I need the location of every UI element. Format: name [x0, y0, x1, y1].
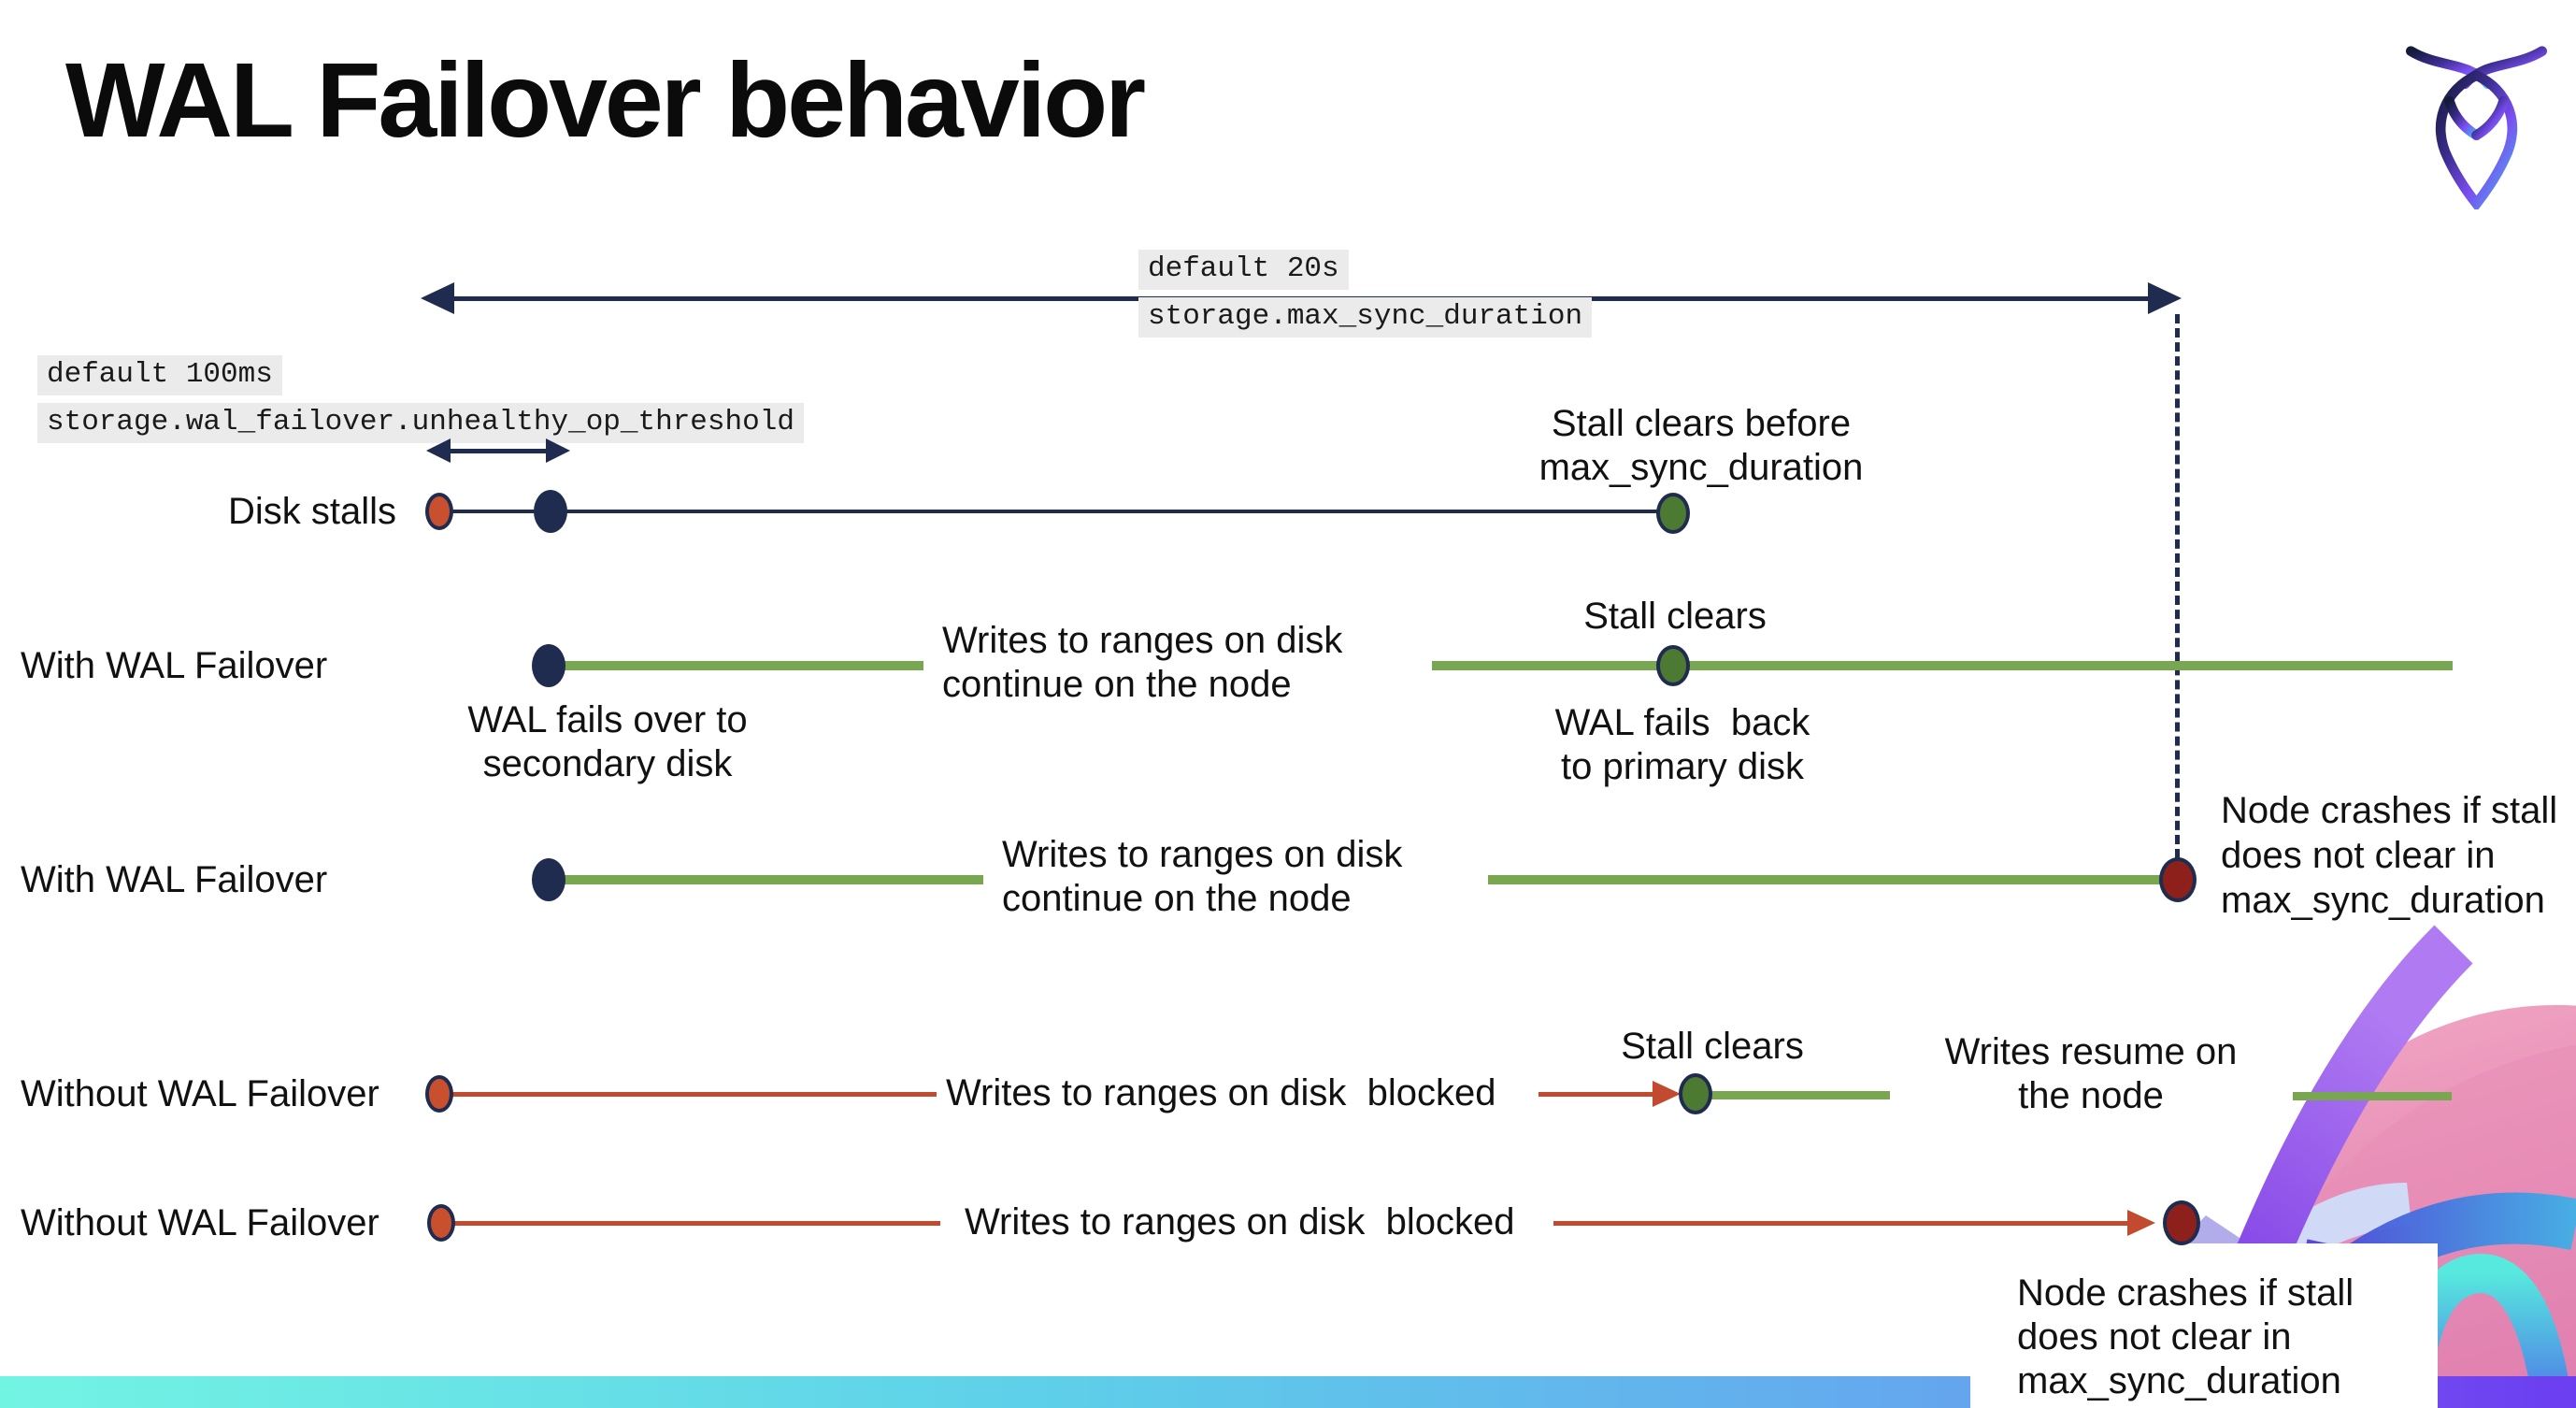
config-default-value: default 100ms	[37, 355, 282, 395]
arrow-head-right-icon	[2148, 282, 2182, 314]
stall-timeline-line	[439, 510, 1673, 513]
healthy-writes-line	[1488, 875, 2167, 884]
event-dot-node-crash	[2163, 1200, 2200, 1245]
event-dot-stall-clears	[1679, 1073, 1712, 1114]
blocked-writes-line	[452, 1092, 937, 1097]
crash-note-box: Node crashes if stall does not clear in …	[1970, 1243, 2438, 1408]
config-setting-name: storage.max_sync_duration	[1138, 297, 1593, 338]
cockroachdb-logo-icon	[2405, 46, 2548, 209]
max-sync-deadline-dashed-line	[2175, 314, 2180, 858]
event-dot-threshold-reached	[534, 490, 567, 533]
event-dot-failover	[532, 858, 565, 901]
event-dot-stall-clears	[1656, 645, 1690, 686]
resumed-writes-line	[1710, 1091, 1890, 1099]
resumed-writes-line	[2293, 1092, 2452, 1100]
row-label-disk-stalls: Disk stalls	[227, 491, 396, 532]
note-stall-clears: Stall clears	[1583, 596, 1767, 637]
row-label-with-wal-failover: With WAL Failover	[21, 859, 328, 900]
note-writes-blocked: Writes to ranges on disk blocked	[946, 1072, 1496, 1113]
arrow-head-left-icon	[421, 282, 454, 314]
event-dot-disk-stall	[425, 1075, 453, 1113]
config-default-value: default 20s	[1138, 250, 1349, 290]
config-label-max-sync-duration: default 20s storage.max_sync_duration	[1138, 250, 1593, 338]
arrow-head-left-icon	[426, 438, 451, 463]
note-wal-fails-over: WAL fails over to secondary disk	[467, 699, 748, 784]
arrow-head-right-icon	[546, 438, 570, 463]
healthy-writes-line	[561, 661, 923, 670]
event-dot-disk-stall	[425, 493, 453, 530]
threshold-span-line	[445, 449, 553, 453]
page-title: WAL Failover behavior	[65, 41, 1146, 159]
healthy-writes-line	[561, 875, 983, 884]
blocked-writes-line	[1538, 1092, 1654, 1097]
event-dot-stall-clears	[1656, 493, 1690, 534]
blocked-writes-line	[1553, 1221, 2129, 1226]
arrow-head-right-icon	[2127, 1210, 2155, 1236]
blocked-writes-line	[454, 1221, 940, 1226]
event-dot-failover	[532, 644, 565, 687]
config-setting-name: storage.wal_failover.unhealthy_op_thresh…	[37, 403, 804, 443]
healthy-writes-line	[1432, 661, 2453, 670]
note-wal-fails-back: WAL fails back to primary disk	[1554, 702, 1810, 787]
arrow-head-right-icon	[1653, 1081, 1681, 1107]
note-node-crashes: Node crashes if stall does not clear in …	[2221, 790, 2558, 921]
note-writes-resume: Writes resume on the node	[1944, 1031, 2238, 1116]
config-label-unhealthy-op-threshold: default 100ms storage.wal_failover.unhea…	[37, 355, 804, 443]
note-writes-continue: Writes to ranges on disk continue on the…	[942, 620, 1343, 705]
note-stall-clears: Stall clears	[1621, 1026, 1804, 1067]
event-dot-disk-stall	[427, 1204, 455, 1242]
note-writes-continue: Writes to ranges on disk continue on the…	[1002, 834, 1403, 919]
note-node-crashes: Node crashes if stall does not clear in …	[2017, 1272, 2354, 1401]
row-label-without-wal-failover: Without WAL Failover	[21, 1202, 379, 1243]
note-stall-clears-before: Stall clears before max_sync_duration	[1538, 403, 1864, 488]
row-label-without-wal-failover: Without WAL Failover	[21, 1073, 379, 1114]
row-label-with-wal-failover: With WAL Failover	[21, 645, 328, 686]
note-writes-blocked: Writes to ranges on disk blocked	[965, 1201, 1515, 1243]
event-dot-node-crash	[2159, 857, 2197, 902]
